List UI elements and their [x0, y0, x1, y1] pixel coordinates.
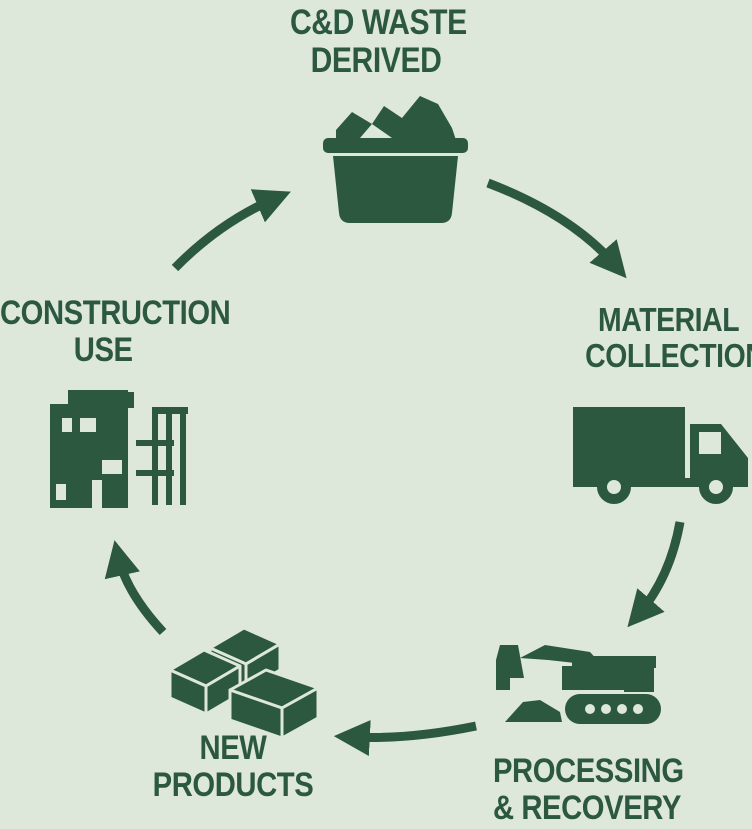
stage-label-line: COLLECTION [585, 336, 752, 374]
stage-label-processing: PROCESSING & RECOVERY [492, 752, 684, 827]
stage-label-waste: C&D WASTE DERIVED [290, 3, 467, 80]
excavator-icon [496, 645, 661, 724]
stage-label-construction: CONSTRUCTION USE [0, 294, 231, 369]
stage-label-line: NEW [199, 729, 267, 767]
truck-icon [573, 407, 748, 504]
building-construction-icon [50, 390, 188, 508]
stage-label-line: DERIVED [310, 40, 442, 80]
stage-label-products: NEW PRODUCTS [144, 730, 321, 803]
stage-label-line: PRODUCTS [152, 765, 314, 804]
stage-label-line: & RECOVERY [492, 788, 681, 827]
stage-label-line: CONSTRUCTION [0, 294, 231, 332]
stage-label-collection: MATERIAL COLLECTION [585, 302, 752, 373]
stacked-blocks-icon [168, 626, 320, 740]
arrow-collection-to-processing [627, 521, 685, 628]
stage-label-line: C&D WASTE [290, 3, 467, 42]
arrow-waste-to-collection [486, 178, 627, 279]
stage-label-line: USE [73, 330, 133, 369]
stage-label-line: PROCESSING [492, 752, 684, 790]
arrow-construction-to-waste [171, 189, 291, 272]
arrow-products-to-construction [104, 540, 167, 636]
waste-bin-icon [323, 96, 468, 223]
stage-label-line: MATERIAL [598, 301, 740, 338]
arrow-processing-to-products [333, 720, 477, 756]
